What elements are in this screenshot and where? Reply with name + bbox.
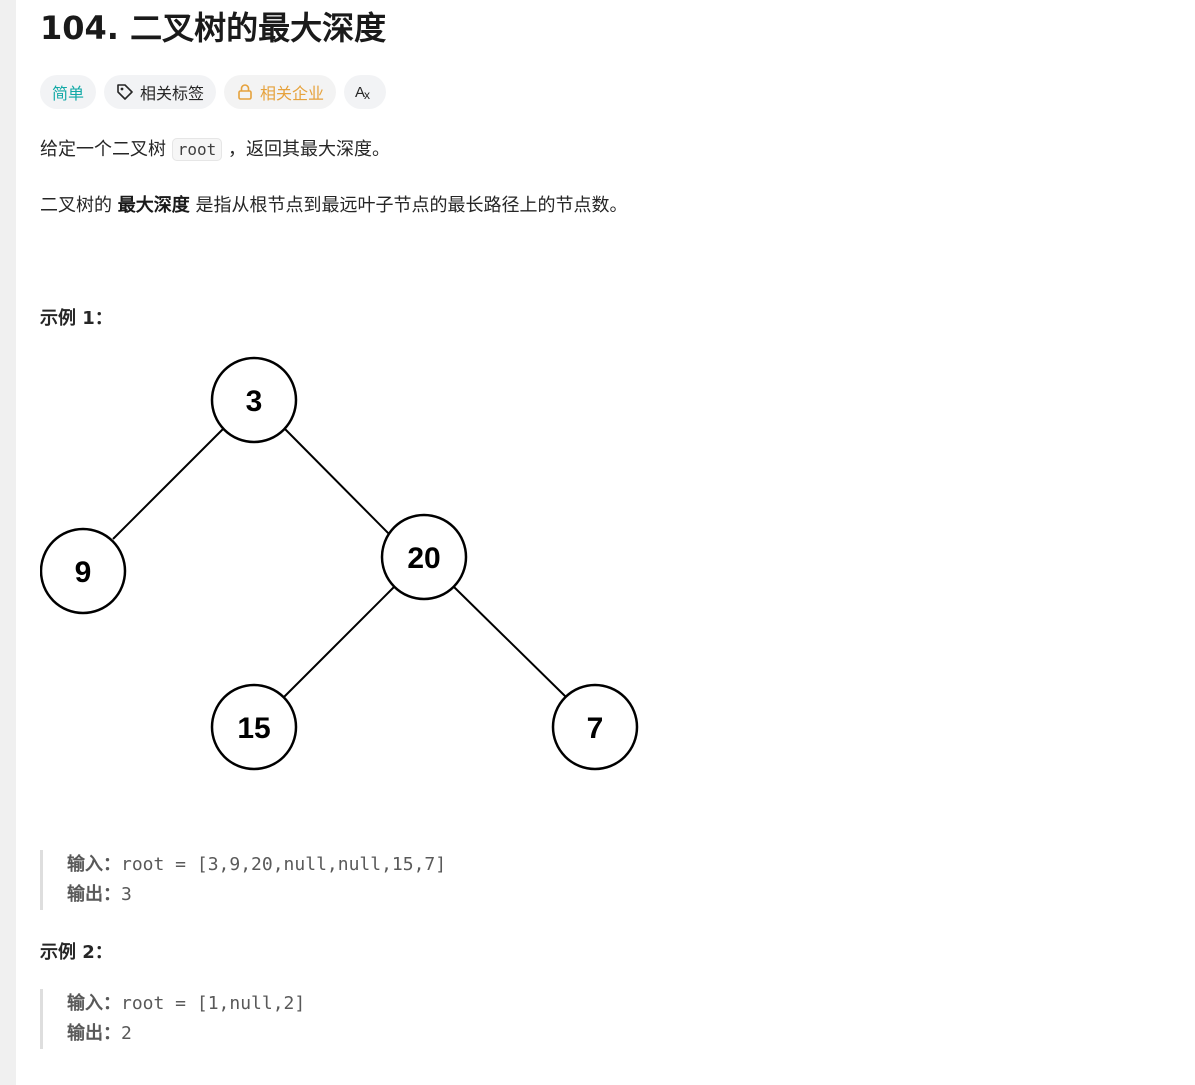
output-value: 3	[121, 884, 132, 905]
node-label: 3	[246, 385, 263, 418]
output-label: 输出：	[67, 1023, 121, 1044]
text: 二叉树的	[40, 195, 118, 216]
description-paragraph-1: 给定一个二叉树 root ，返回其最大深度。	[40, 136, 390, 164]
node-label: 7	[587, 712, 604, 745]
difficulty-label: 简单	[52, 84, 85, 103]
text: 是指从根节点到最远叶子节点的最长路径上的节点数。	[189, 195, 628, 216]
input-value: root = [3,9,20,null,null,15,7]	[121, 854, 447, 875]
svg-text:x: x	[364, 88, 370, 102]
output-value: 2	[121, 1023, 132, 1044]
tag-bar: 简单 相关标签 相关企业 A	[40, 75, 387, 109]
input-label: 输入：	[67, 854, 121, 875]
tree-node-right-right: 7	[551, 683, 639, 771]
tree-edge	[283, 586, 395, 698]
left-gutter	[0, 0, 16, 1085]
related-topics-label: 相关标签	[140, 84, 205, 103]
related-companies-button[interactable]: 相关企业	[224, 75, 337, 109]
example-2-io-block: 输入：root = [1,null,2] 输出：2	[40, 989, 305, 1049]
example-2-output-line: 输出：2	[67, 1019, 305, 1049]
node-label: 20	[407, 542, 440, 575]
output-label: 输出：	[67, 884, 121, 905]
example-1-io-block: 输入：root = [3,9,20,null,null,15,7] 输出：3	[40, 850, 446, 910]
problem-title: 104. 二叉树的最大深度	[40, 9, 387, 47]
tree-edge	[112, 427, 225, 540]
tree-node-right-left: 15	[210, 683, 298, 771]
tree-node-left: 9	[40, 527, 127, 615]
inline-code-root: root	[171, 138, 223, 161]
related-topics-button[interactable]: 相关标签	[104, 75, 217, 109]
description-paragraph-2: 二叉树的 最大深度 是指从根节点到最远叶子节点的最长路径上的节点数。	[40, 192, 627, 220]
example-1-heading: 示例 1：	[40, 308, 113, 329]
text: 给定一个二叉树	[40, 139, 172, 160]
example-2-heading: 示例 2：	[40, 942, 113, 963]
input-label: 输入：	[67, 993, 121, 1014]
translate-button[interactable]: A x	[344, 75, 387, 109]
text: ，返回其最大深度。	[222, 139, 390, 160]
example-1-input-line: 输入：root = [3,9,20,null,null,15,7]	[67, 850, 446, 880]
node-label: 15	[237, 712, 270, 745]
example-2-input-line: 输入：root = [1,null,2]	[67, 989, 305, 1019]
input-value: root = [1,null,2]	[121, 993, 306, 1014]
node-label: 9	[75, 556, 92, 589]
svg-text:A: A	[355, 84, 365, 101]
related-companies-label: 相关企业	[260, 84, 325, 103]
difficulty-badge[interactable]: 简单	[40, 75, 97, 109]
tree-node-right: 20	[380, 513, 468, 601]
bold-term: 最大深度	[117, 195, 190, 216]
tree-edge	[453, 586, 567, 698]
lock-icon	[236, 83, 254, 101]
example-1-tree-image: 3 9 20 15 7	[40, 356, 639, 771]
tag-icon	[116, 83, 134, 101]
tree-node-root: 3	[210, 356, 298, 444]
translate-icon: A x	[354, 82, 376, 102]
tree-edge	[283, 427, 395, 540]
example-1-output-line: 输出：3	[67, 880, 446, 910]
